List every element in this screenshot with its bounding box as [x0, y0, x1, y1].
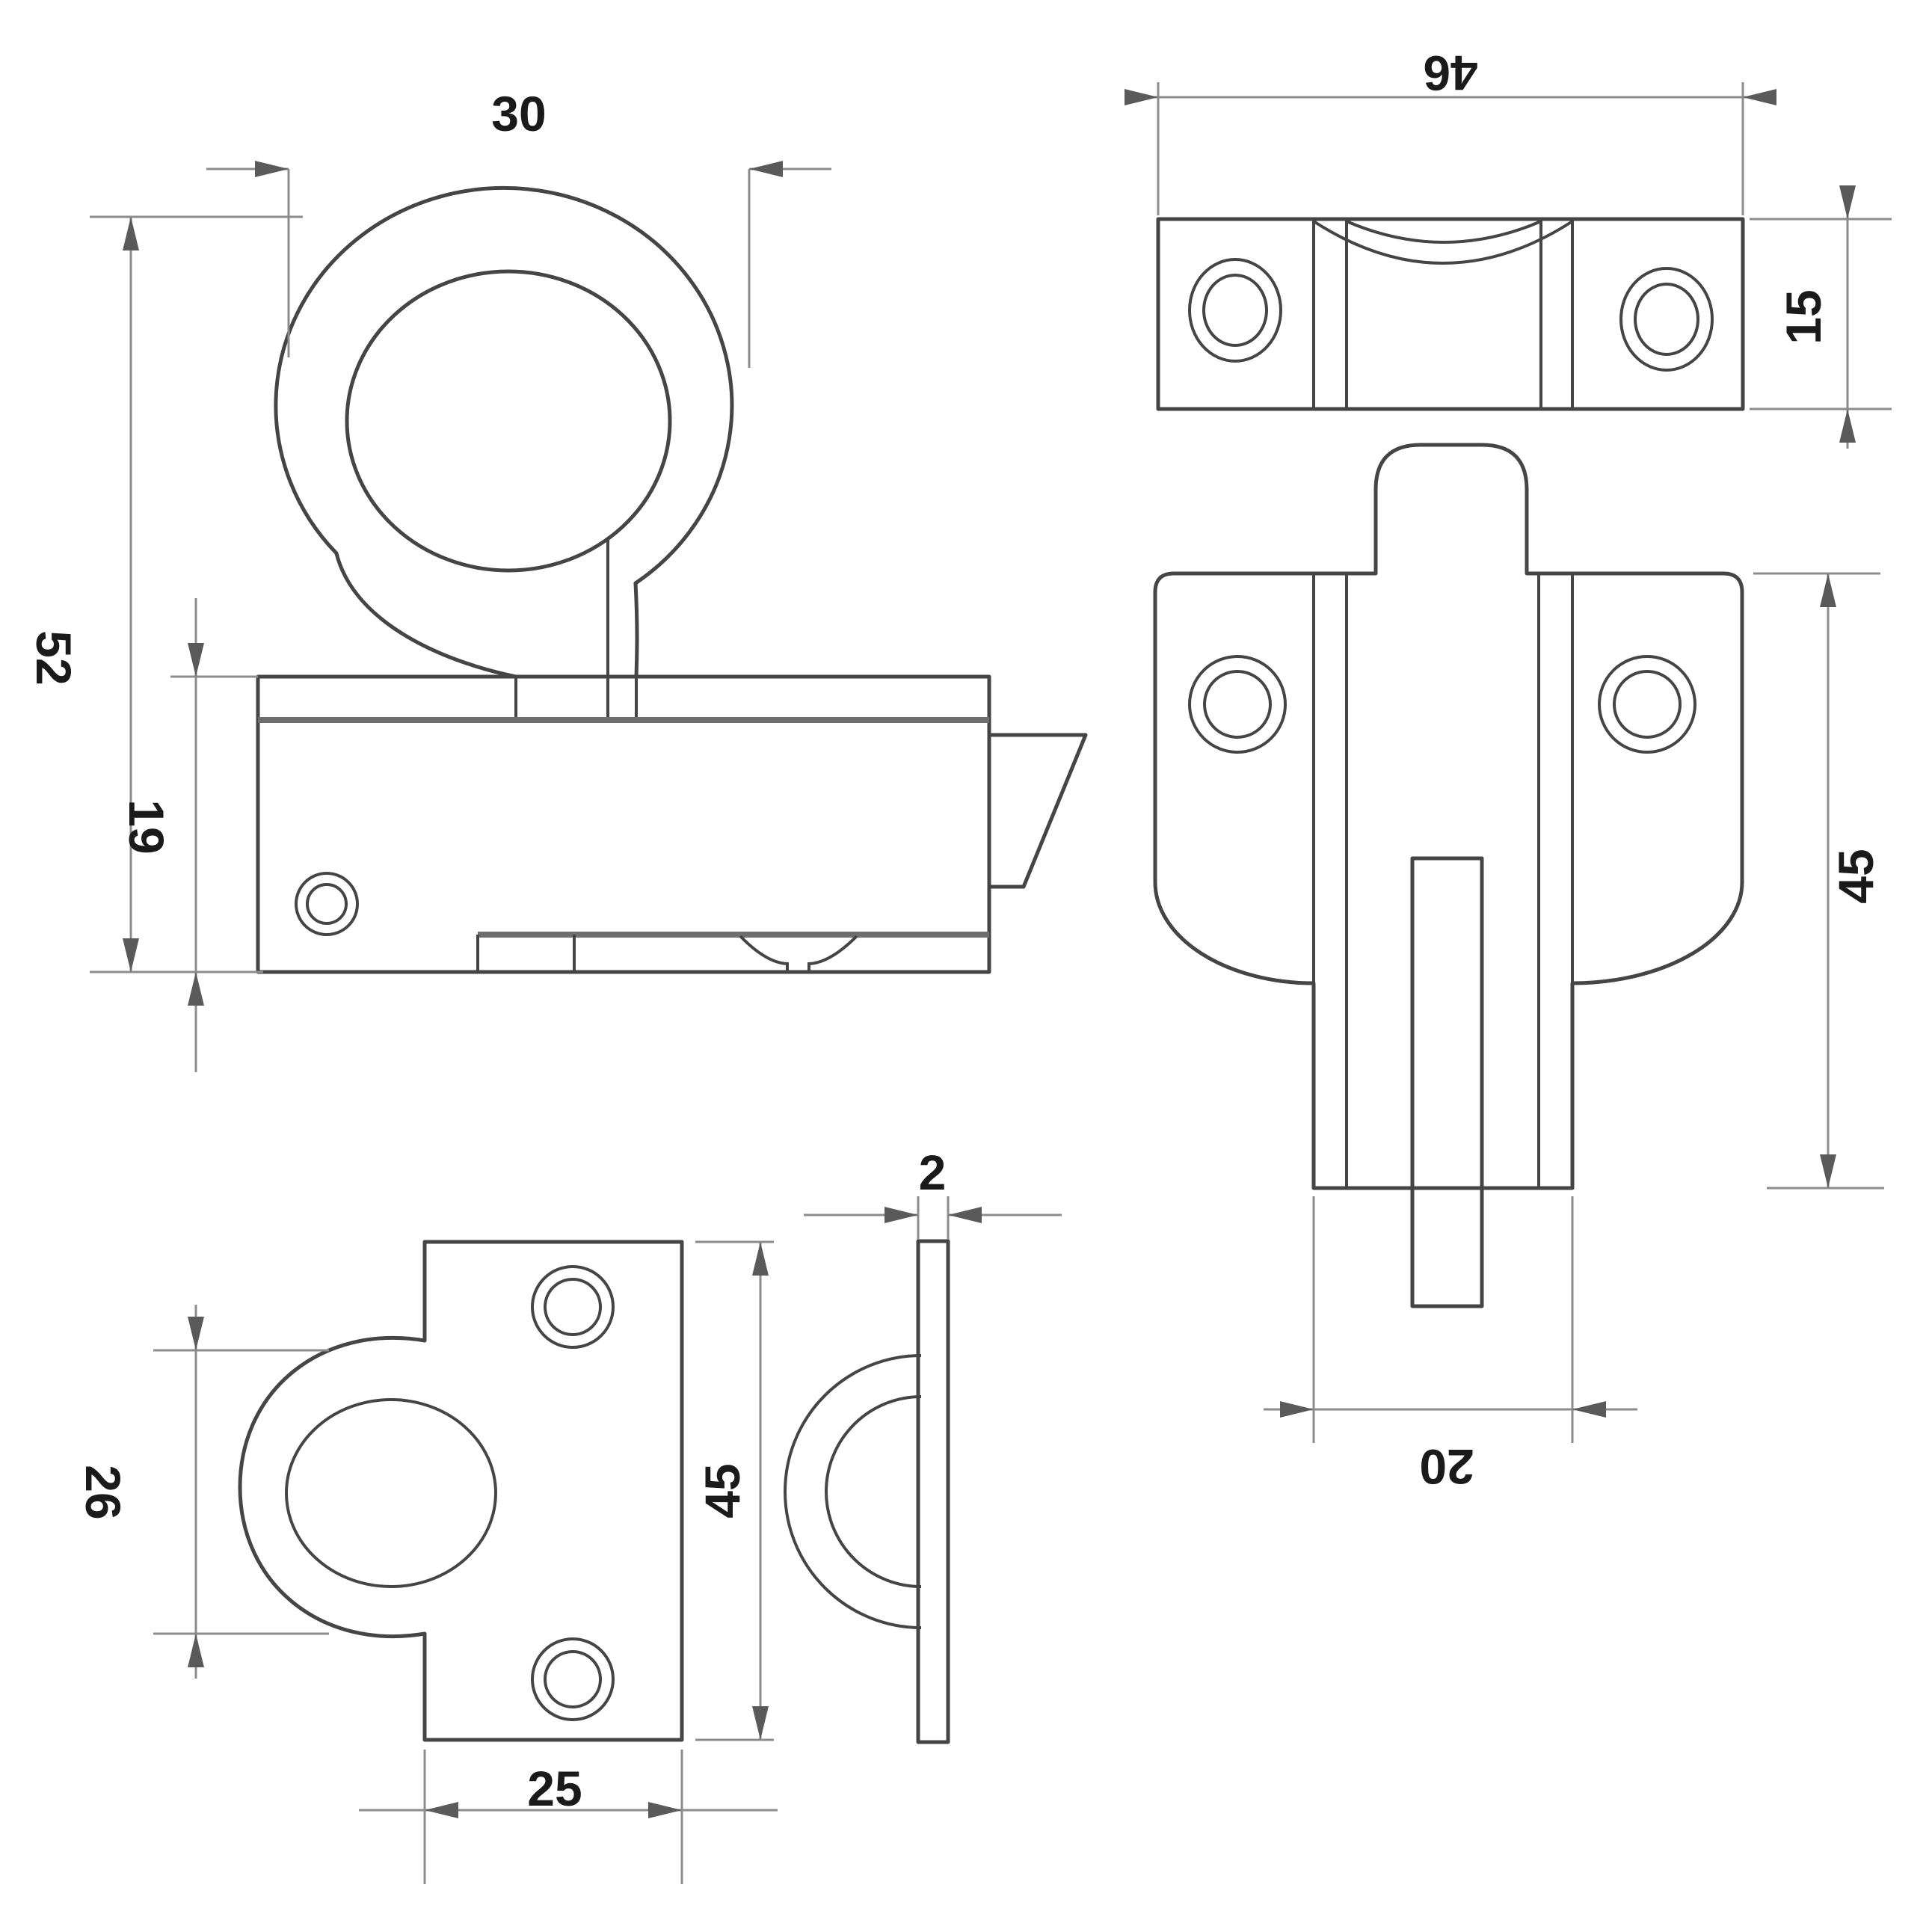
keeper-screw-bottom-inner [544, 1650, 602, 1708]
keeper-loop-hole [285, 1398, 497, 1588]
front-screw-hole-right-inner [1613, 670, 1682, 739]
keeper-screw-top-outer [531, 1265, 615, 1349]
loop-profile-outer [784, 1354, 922, 1629]
loop-profile-inner [825, 1395, 922, 1588]
pivot-screw-outer [295, 872, 359, 936]
thumb-recess-inner [1346, 220, 1542, 244]
keeper-screw-bottom-outer [531, 1637, 615, 1721]
ring-neck-right [633, 581, 639, 679]
dimension-body-height: 19 [119, 598, 258, 1072]
screw-hole-right-outer [1619, 267, 1714, 372]
dim-label-15: 15 [1776, 289, 1831, 344]
dim-label-52: 52 [26, 630, 81, 685]
dim-label-2: 2 [919, 1145, 947, 1200]
screw-hole-right-inner [1634, 283, 1699, 356]
dim-label-20: 20 [1419, 1439, 1474, 1495]
dimension-front-height: 45 [1753, 572, 1884, 1190]
front-screw-hole-left-inner [1203, 670, 1272, 739]
dimension-plate-width: 46 [1125, 46, 1776, 215]
sliding-bolt [1410, 856, 1484, 1308]
pivot-screw-inner [306, 883, 348, 925]
front-view: 45 20 [1153, 443, 1884, 1495]
dim-label-19: 19 [119, 799, 174, 854]
front-plate-outline [1153, 443, 1744, 1190]
dimension-total-height: 52 [26, 215, 303, 973]
ring-neck-left [334, 551, 518, 679]
dim-label-45-front: 45 [1828, 849, 1883, 903]
thumb-recess-outer [1312, 220, 1574, 265]
front-screw-hole-right-outer [1598, 655, 1696, 754]
side-view-ring-catch: 30 52 19 [26, 86, 1088, 1072]
front-screw-hole-left-outer [1188, 655, 1287, 754]
top-view: 46 15 [1125, 46, 1892, 449]
ring-inner-edge [345, 269, 672, 573]
keeper-side-view: 2 [784, 1145, 1062, 1744]
dim-label-46: 46 [1423, 46, 1477, 101]
spring-bolt [987, 733, 1088, 889]
dim-label-45-keeper: 45 [695, 1463, 750, 1518]
dimension-keeper-height: 45 [695, 1240, 774, 1741]
dimension-plate-depth: 15 [1750, 185, 1892, 449]
keeper-plate-outline [238, 1240, 684, 1742]
dimension-keeper-width: 25 [359, 1750, 778, 1884]
dim-label-30: 30 [491, 86, 546, 141]
dimension-ring-width: 30 [206, 86, 831, 368]
countersink-screw-section [739, 935, 858, 972]
dimension-thickness: 2 [804, 1145, 1062, 1240]
ring-outer-edge [274, 185, 734, 585]
dimension-loop-height: 26 [76, 1305, 329, 1679]
keeper-plate-section [916, 1239, 950, 1744]
keeper-screw-top-inner [544, 1278, 602, 1336]
dim-label-26: 26 [76, 1465, 131, 1519]
dimension-guide-width: 20 [1264, 1196, 1637, 1495]
catch-body [256, 674, 991, 974]
dim-label-25: 25 [527, 1761, 582, 1816]
screw-hole-left-inner [1202, 274, 1268, 347]
screw-hole-left-outer [1188, 258, 1282, 363]
keeper-plate-view: 26 45 25 [76, 1240, 778, 1884]
top-view-plate [1156, 217, 1745, 411]
